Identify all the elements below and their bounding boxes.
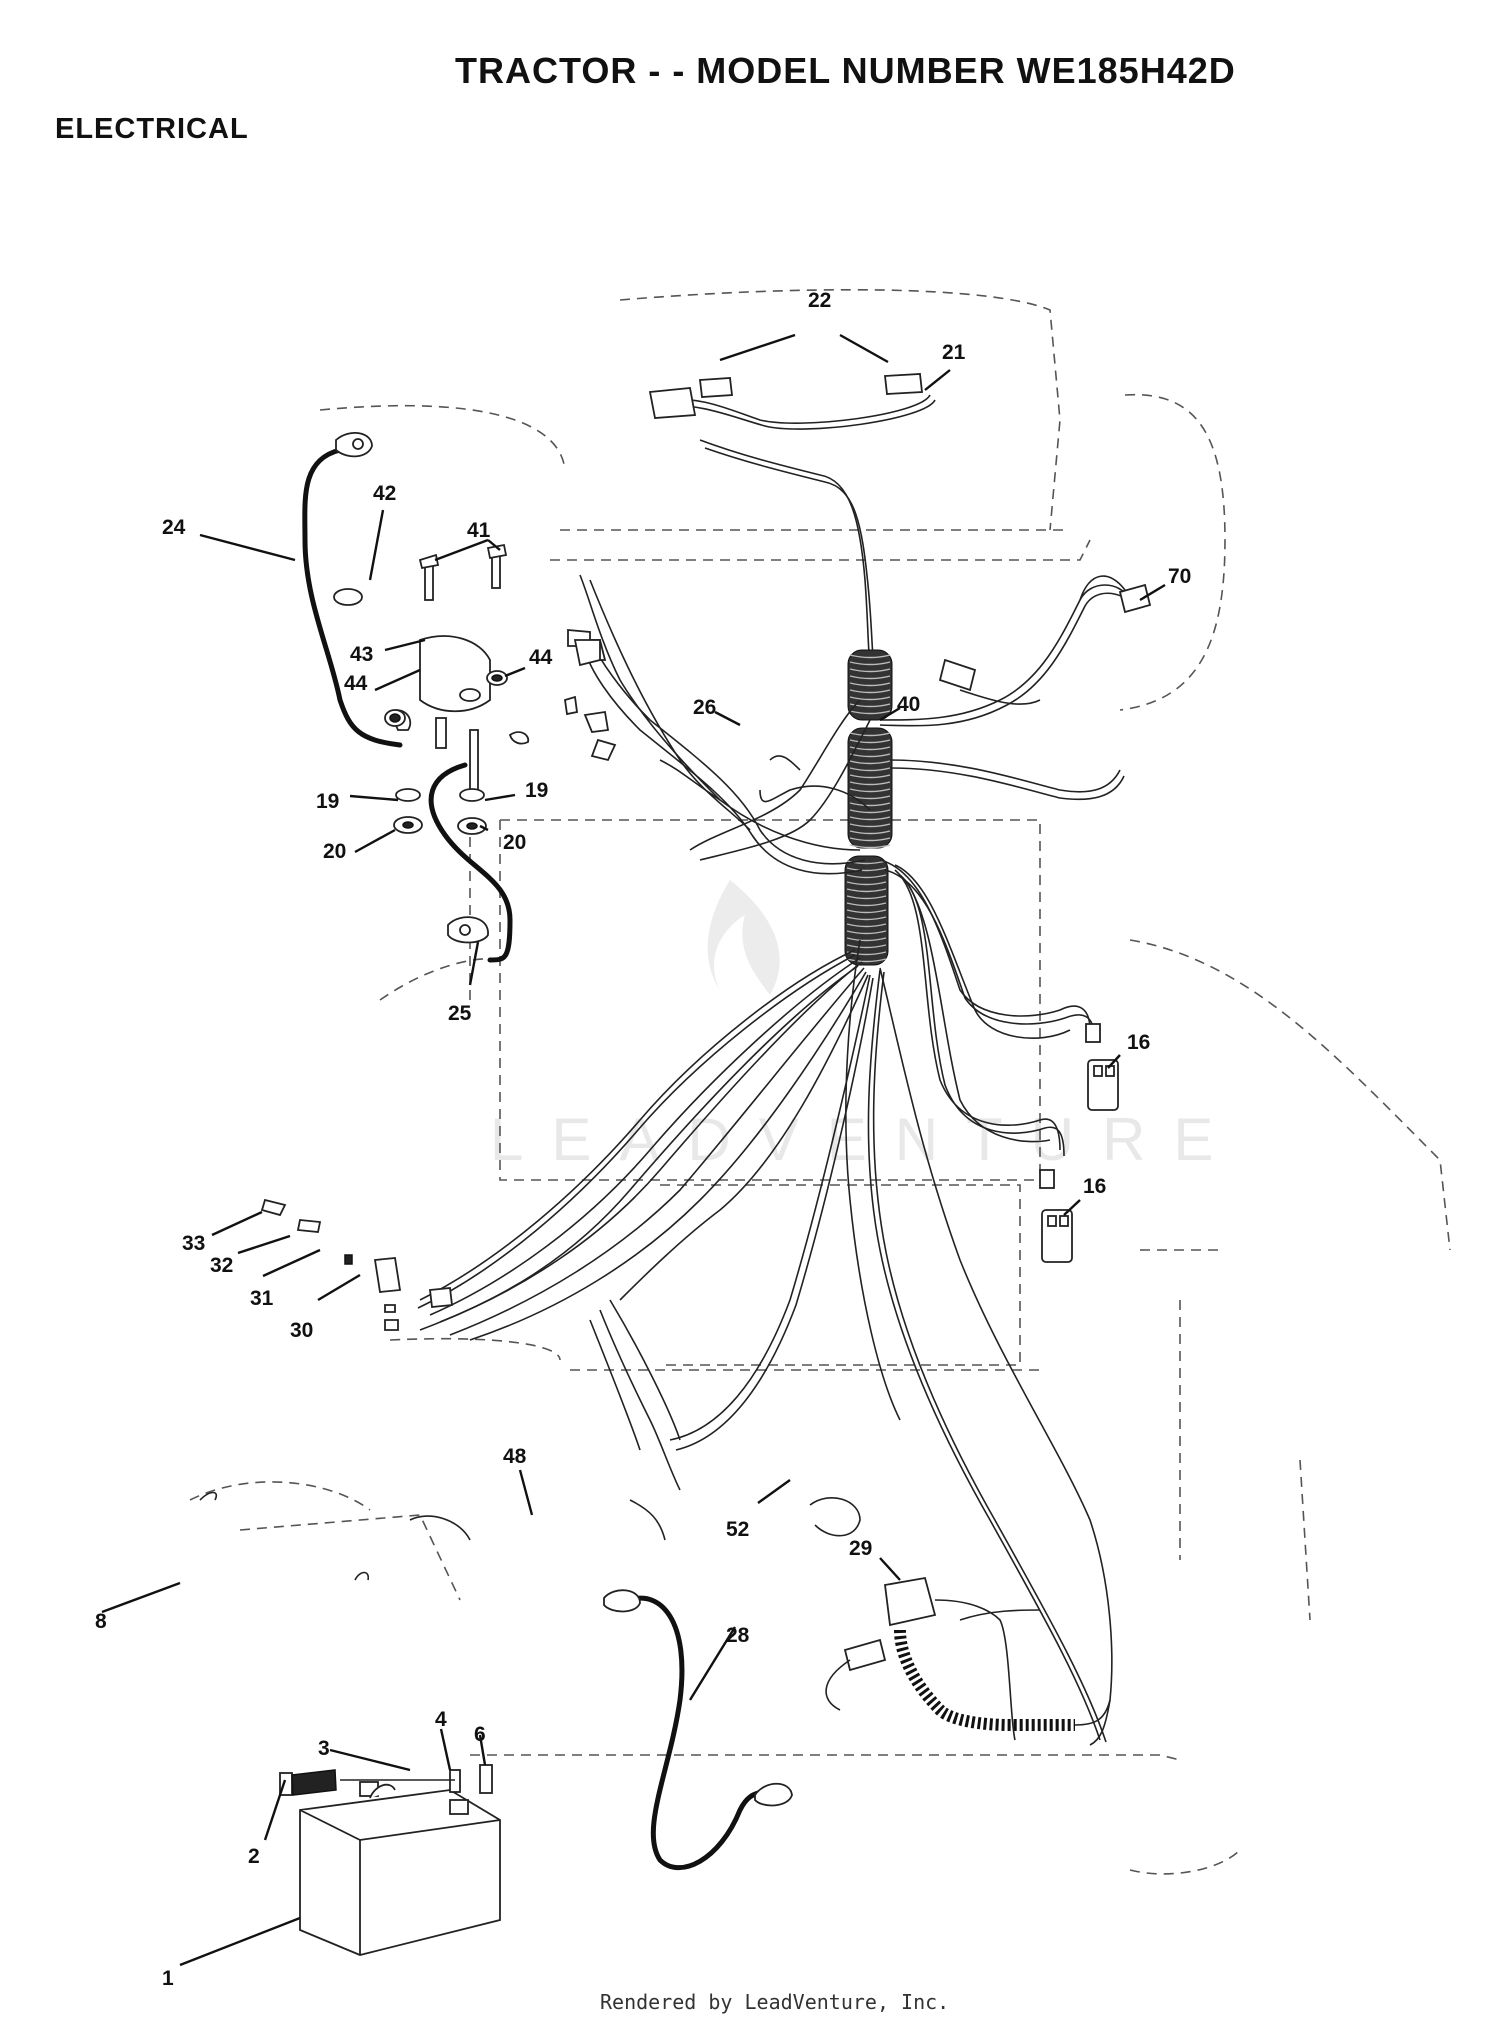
callout-4: 4	[435, 1708, 447, 1731]
callout-19-right: 19	[525, 779, 548, 802]
callout-42: 42	[373, 482, 396, 505]
coiled-wire-29	[894, 1629, 1111, 1732]
solenoid-assembly	[333, 543, 617, 835]
battery-cable-24	[302, 432, 403, 748]
callout-43: 43	[350, 643, 373, 666]
callout-8: 8	[95, 1610, 107, 1633]
connector-16-upper	[1085, 1023, 1119, 1111]
callout-20-left: 20	[323, 840, 346, 863]
callout-44-left: 44	[344, 672, 368, 695]
callout-32: 32	[210, 1254, 233, 1277]
callout-21: 21	[942, 341, 966, 364]
callout-16-upper: 16	[1127, 1031, 1150, 1054]
connector-70	[1079, 575, 1152, 614]
switch-assembly-30-33	[260, 1198, 454, 1331]
callout-3: 3	[318, 1737, 330, 1760]
switch-29	[825, 1576, 1041, 1741]
page-title: TRACTOR - - MODEL NUMBER WE185H42D	[455, 50, 1236, 91]
callout-44-right: 44	[529, 646, 553, 669]
callout-2: 2	[248, 1845, 260, 1868]
callouts: 22 21 24 42 41 70 43 44 44 26 40 19 19 2…	[95, 289, 1191, 1990]
callout-40: 40	[897, 693, 920, 716]
battery	[299, 1781, 501, 1956]
callout-41: 41	[467, 519, 491, 542]
callout-1: 1	[162, 1967, 174, 1990]
callout-6: 6	[474, 1723, 486, 1746]
wire-loom	[844, 649, 893, 966]
callout-28: 28	[726, 1624, 750, 1647]
connector-16-lower	[1039, 1169, 1073, 1263]
callout-22: 22	[808, 289, 831, 312]
callout-30: 30	[290, 1319, 313, 1342]
callout-19-left: 19	[316, 790, 339, 813]
lower-parts	[199, 1491, 861, 1581]
callout-29: 29	[849, 1537, 872, 1560]
leadventure-watermark: LEADVENTURE	[490, 880, 1241, 1173]
cable-25	[428, 762, 513, 963]
callout-52: 52	[726, 1518, 749, 1541]
callout-25: 25	[448, 1002, 472, 1025]
callout-33: 33	[182, 1232, 205, 1255]
callout-31: 31	[250, 1287, 274, 1310]
tractor-outline	[189, 288, 1451, 1875]
callout-24: 24	[162, 516, 186, 539]
watermark-text: LEADVENTURE	[490, 1106, 1241, 1173]
section-title: ELECTRICAL	[55, 113, 249, 145]
upper-harness	[648, 373, 936, 669]
callout-26: 26	[693, 696, 716, 719]
footer-credit: Rendered by LeadVenture, Inc.	[600, 1990, 950, 2014]
callout-20-right: 20	[503, 831, 526, 854]
callout-48: 48	[503, 1445, 527, 1468]
harness-bundles	[417, 574, 1137, 1746]
callout-16-lower: 16	[1083, 1175, 1106, 1198]
leader-lines	[101, 333, 1166, 1967]
ground-cable-28	[603, 1589, 793, 1871]
callout-70: 70	[1168, 565, 1191, 588]
